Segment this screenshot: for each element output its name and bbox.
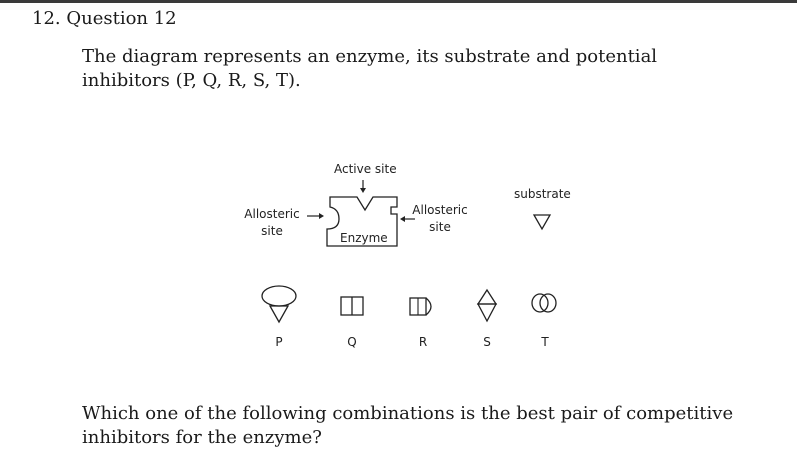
allosteric-right-label-2: site (429, 220, 451, 234)
inhibitor-label-r: R (418, 335, 428, 349)
allosteric-left-label-1: Allosteric (244, 207, 300, 221)
top-rule (0, 0, 797, 3)
allosteric-left-arrowhead (319, 213, 324, 219)
enzyme-label: Enzyme (340, 231, 388, 245)
question-title: 12. Question 12 (32, 8, 177, 29)
question-prompt: Which one of the following combinations … (82, 403, 734, 448)
allosteric-right-arrowhead (400, 216, 405, 222)
inhibitor-q-shape (340, 296, 364, 316)
inhibitor-label-q: Q (347, 335, 357, 349)
inhibitor-p-shape (261, 285, 297, 324)
enzyme-shape (326, 196, 398, 247)
inhibitor-r-shape (409, 297, 432, 316)
allosteric-right-label-1: Allosteric (412, 203, 468, 217)
inhibitor-t-shape (531, 293, 557, 313)
active-site-arrowhead (360, 188, 366, 193)
inhibitor-label-t: T (541, 335, 549, 349)
inhibitor-label-s: S (483, 335, 491, 349)
inhibitor-label-p: P (275, 335, 283, 349)
active-site-label: Active site (334, 162, 397, 176)
inhibitor-s-shape (476, 288, 498, 323)
allosteric-left-label-2: site (261, 224, 283, 238)
question-intro: The diagram represents an enzyme, its su… (82, 46, 658, 91)
substrate-label: substrate (514, 187, 571, 201)
substrate-shape (532, 214, 552, 231)
